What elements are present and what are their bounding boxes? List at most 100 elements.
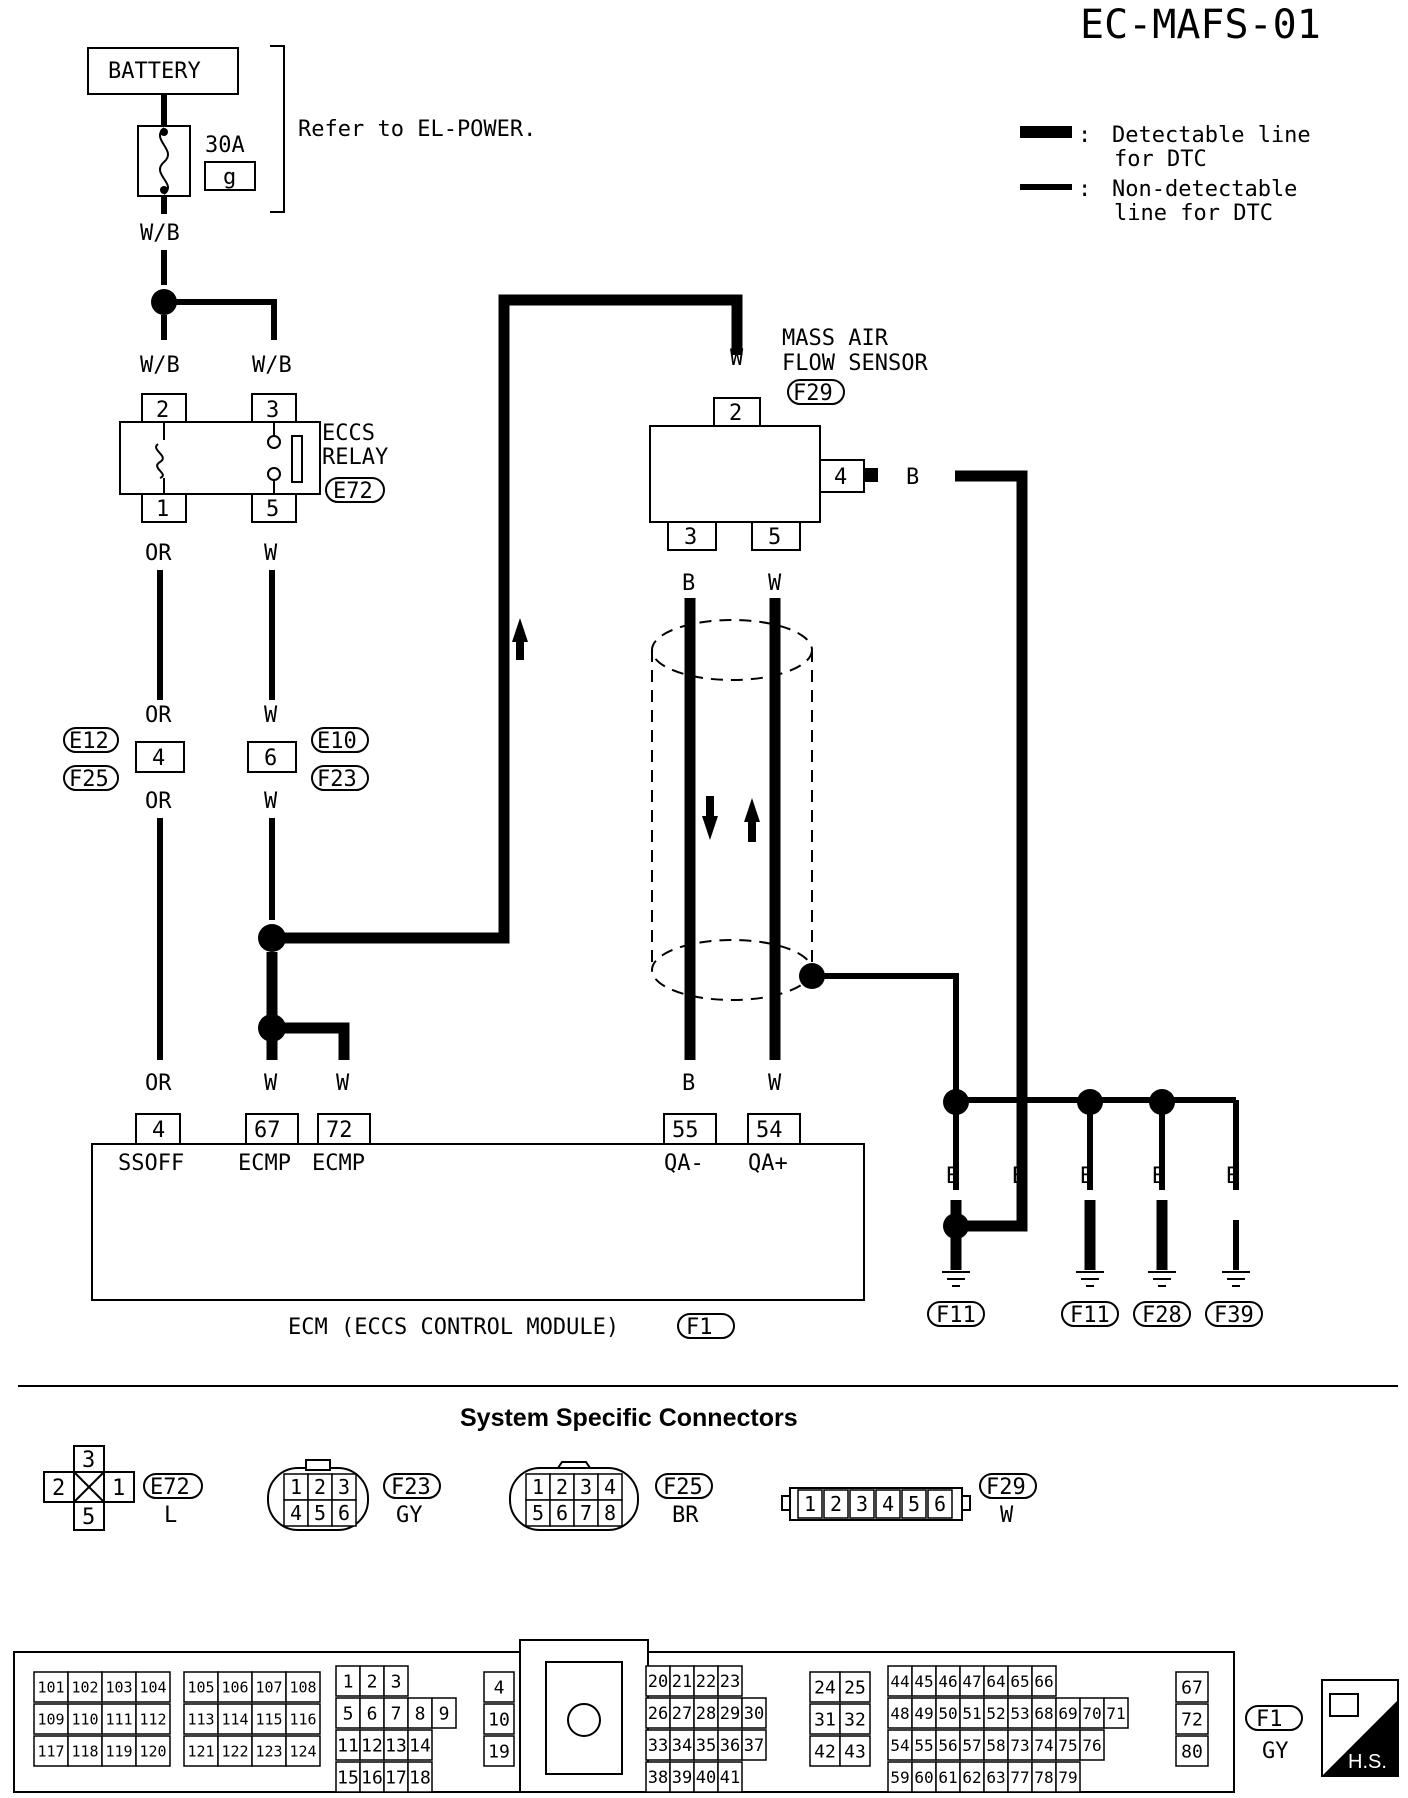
connector-pin: 109 (33, 1703, 69, 1735)
connector-pin: 104 (135, 1671, 171, 1703)
pin-number: 38 (648, 1768, 668, 1788)
joint-f25: F25 (69, 767, 109, 792)
pin-number: 76 (1082, 1736, 1101, 1755)
connector-pin: 66 (1031, 1665, 1057, 1697)
ecm-title: ECM (ECCS CONTROL MODULE) (288, 1315, 619, 1340)
connector-pin: 4 (597, 1473, 623, 1501)
maf-supply-line (272, 294, 743, 944)
svg-text:B: B (682, 571, 695, 596)
svg-text:1: 1 (156, 497, 169, 522)
shield-ground-wire (812, 973, 959, 1100)
legend-detectable: Detectable line (1112, 123, 1311, 148)
legend-thin-line (1020, 184, 1072, 190)
connector-pin: 2 (359, 1665, 385, 1697)
connector-pin: 22 (693, 1665, 719, 1697)
connector-pin: 1 (283, 1473, 309, 1501)
connector-pin: 70 (1079, 1697, 1105, 1729)
pin-number: 61 (938, 1768, 957, 1787)
pin-number: 25 (844, 1677, 866, 1698)
svg-text:3: 3 (266, 398, 279, 423)
connector-pin: 5 (307, 1499, 333, 1527)
pin-number: 54 (890, 1736, 909, 1755)
connector-pin: 1 (525, 1473, 551, 1501)
connector-pin: 37 (741, 1729, 767, 1761)
connector-pin: 49 (911, 1697, 937, 1729)
pin-number: 52 (986, 1704, 1005, 1723)
pin-number: 111 (105, 1710, 132, 1728)
pin-number: 69 (1058, 1704, 1077, 1723)
ground-icon (1148, 1271, 1176, 1287)
connector-pin: 6 (927, 1489, 953, 1519)
svg-text:B: B (1080, 1164, 1093, 1189)
pin-number: 119 (105, 1742, 132, 1760)
pin-number: 70 (1082, 1704, 1101, 1723)
pin-number: 26 (648, 1704, 668, 1724)
svg-text:W: W (1000, 1503, 1014, 1528)
connector-pin: 47 (959, 1665, 985, 1697)
svg-text:L: L (164, 1503, 177, 1528)
connector-pin: 56 (935, 1729, 961, 1761)
connector-pin: 78 (1031, 1761, 1057, 1793)
joint-pin-6 (247, 741, 297, 773)
svg-text:2: 2 (156, 398, 169, 423)
pin-number: 32 (844, 1709, 866, 1730)
svg-text:1: 1 (112, 1476, 125, 1501)
svg-text:W/B: W/B (252, 353, 292, 378)
pin-number: 11 (337, 1735, 359, 1756)
ecm-pin-67 (245, 1113, 299, 1145)
connector-pin: 55 (911, 1729, 937, 1761)
arrow-up-icon (512, 618, 528, 660)
connector-pin: 43 (839, 1735, 871, 1767)
svg-text:ECMP: ECMP (238, 1151, 291, 1176)
connector-pin: 101 (33, 1671, 69, 1703)
svg-text:54: 54 (756, 1118, 783, 1143)
battery-label: BATTERY (108, 59, 201, 84)
pin-number: 115 (255, 1710, 282, 1728)
pin-number: 78 (1034, 1768, 1053, 1787)
ecm-connector-color: GY (1262, 1739, 1289, 1764)
pin-number: 110 (71, 1710, 98, 1728)
connector-pin: 25 (839, 1671, 871, 1703)
pin-number: 6 (367, 1703, 378, 1724)
pin-number: 66 (1034, 1672, 1053, 1691)
connector-pin: 119 (101, 1735, 137, 1767)
pin-number: 3 (338, 1475, 350, 1499)
legend-non-detectable: Non-detectable (1112, 177, 1297, 202)
pin-number: 4 (882, 1492, 894, 1516)
connector-pin: 108 (285, 1671, 321, 1703)
connector-pin: 65 (1007, 1665, 1033, 1697)
pin-number: 42 (814, 1741, 836, 1762)
pin-number: 50 (938, 1704, 957, 1723)
connector-pin: 62 (959, 1761, 985, 1793)
connector-pin: 3 (849, 1489, 875, 1519)
connector-lock-icon (567, 1703, 601, 1737)
connector-pin: 105 (183, 1671, 219, 1703)
pin-number: 12 (361, 1735, 383, 1756)
ground-icon (1076, 1271, 1104, 1287)
svg-text:4: 4 (152, 1118, 165, 1143)
ecm-pin-4 (135, 1113, 181, 1145)
fuse-id: g (223, 165, 236, 190)
pin-number: 122 (221, 1742, 248, 1760)
svg-text:line for DTC: line for DTC (1114, 201, 1273, 226)
pin-number: 55 (914, 1736, 933, 1755)
pin-number: 101 (37, 1678, 64, 1696)
connector-pin: 4 (283, 1499, 309, 1527)
relay-switch-icon (291, 435, 303, 483)
connector-pin: 64 (983, 1665, 1009, 1697)
pin-number: 114 (221, 1710, 248, 1728)
connector-pin: 4 (875, 1489, 901, 1519)
shield-top (651, 619, 813, 681)
svg-text:B: B (1012, 1164, 1025, 1189)
connector-pin: 40 (693, 1761, 719, 1793)
pin-number: 17 (385, 1767, 407, 1788)
connector-pin: 28 (693, 1697, 719, 1729)
pin-number: 112 (139, 1710, 166, 1728)
connector-pin: 107 (251, 1671, 287, 1703)
harness-side-icon (1329, 1693, 1359, 1717)
connector-pin: 2 (307, 1473, 333, 1501)
connector-pin: 74 (1031, 1729, 1057, 1761)
svg-text:5: 5 (82, 1505, 95, 1530)
pin-number: 72 (1181, 1709, 1203, 1730)
